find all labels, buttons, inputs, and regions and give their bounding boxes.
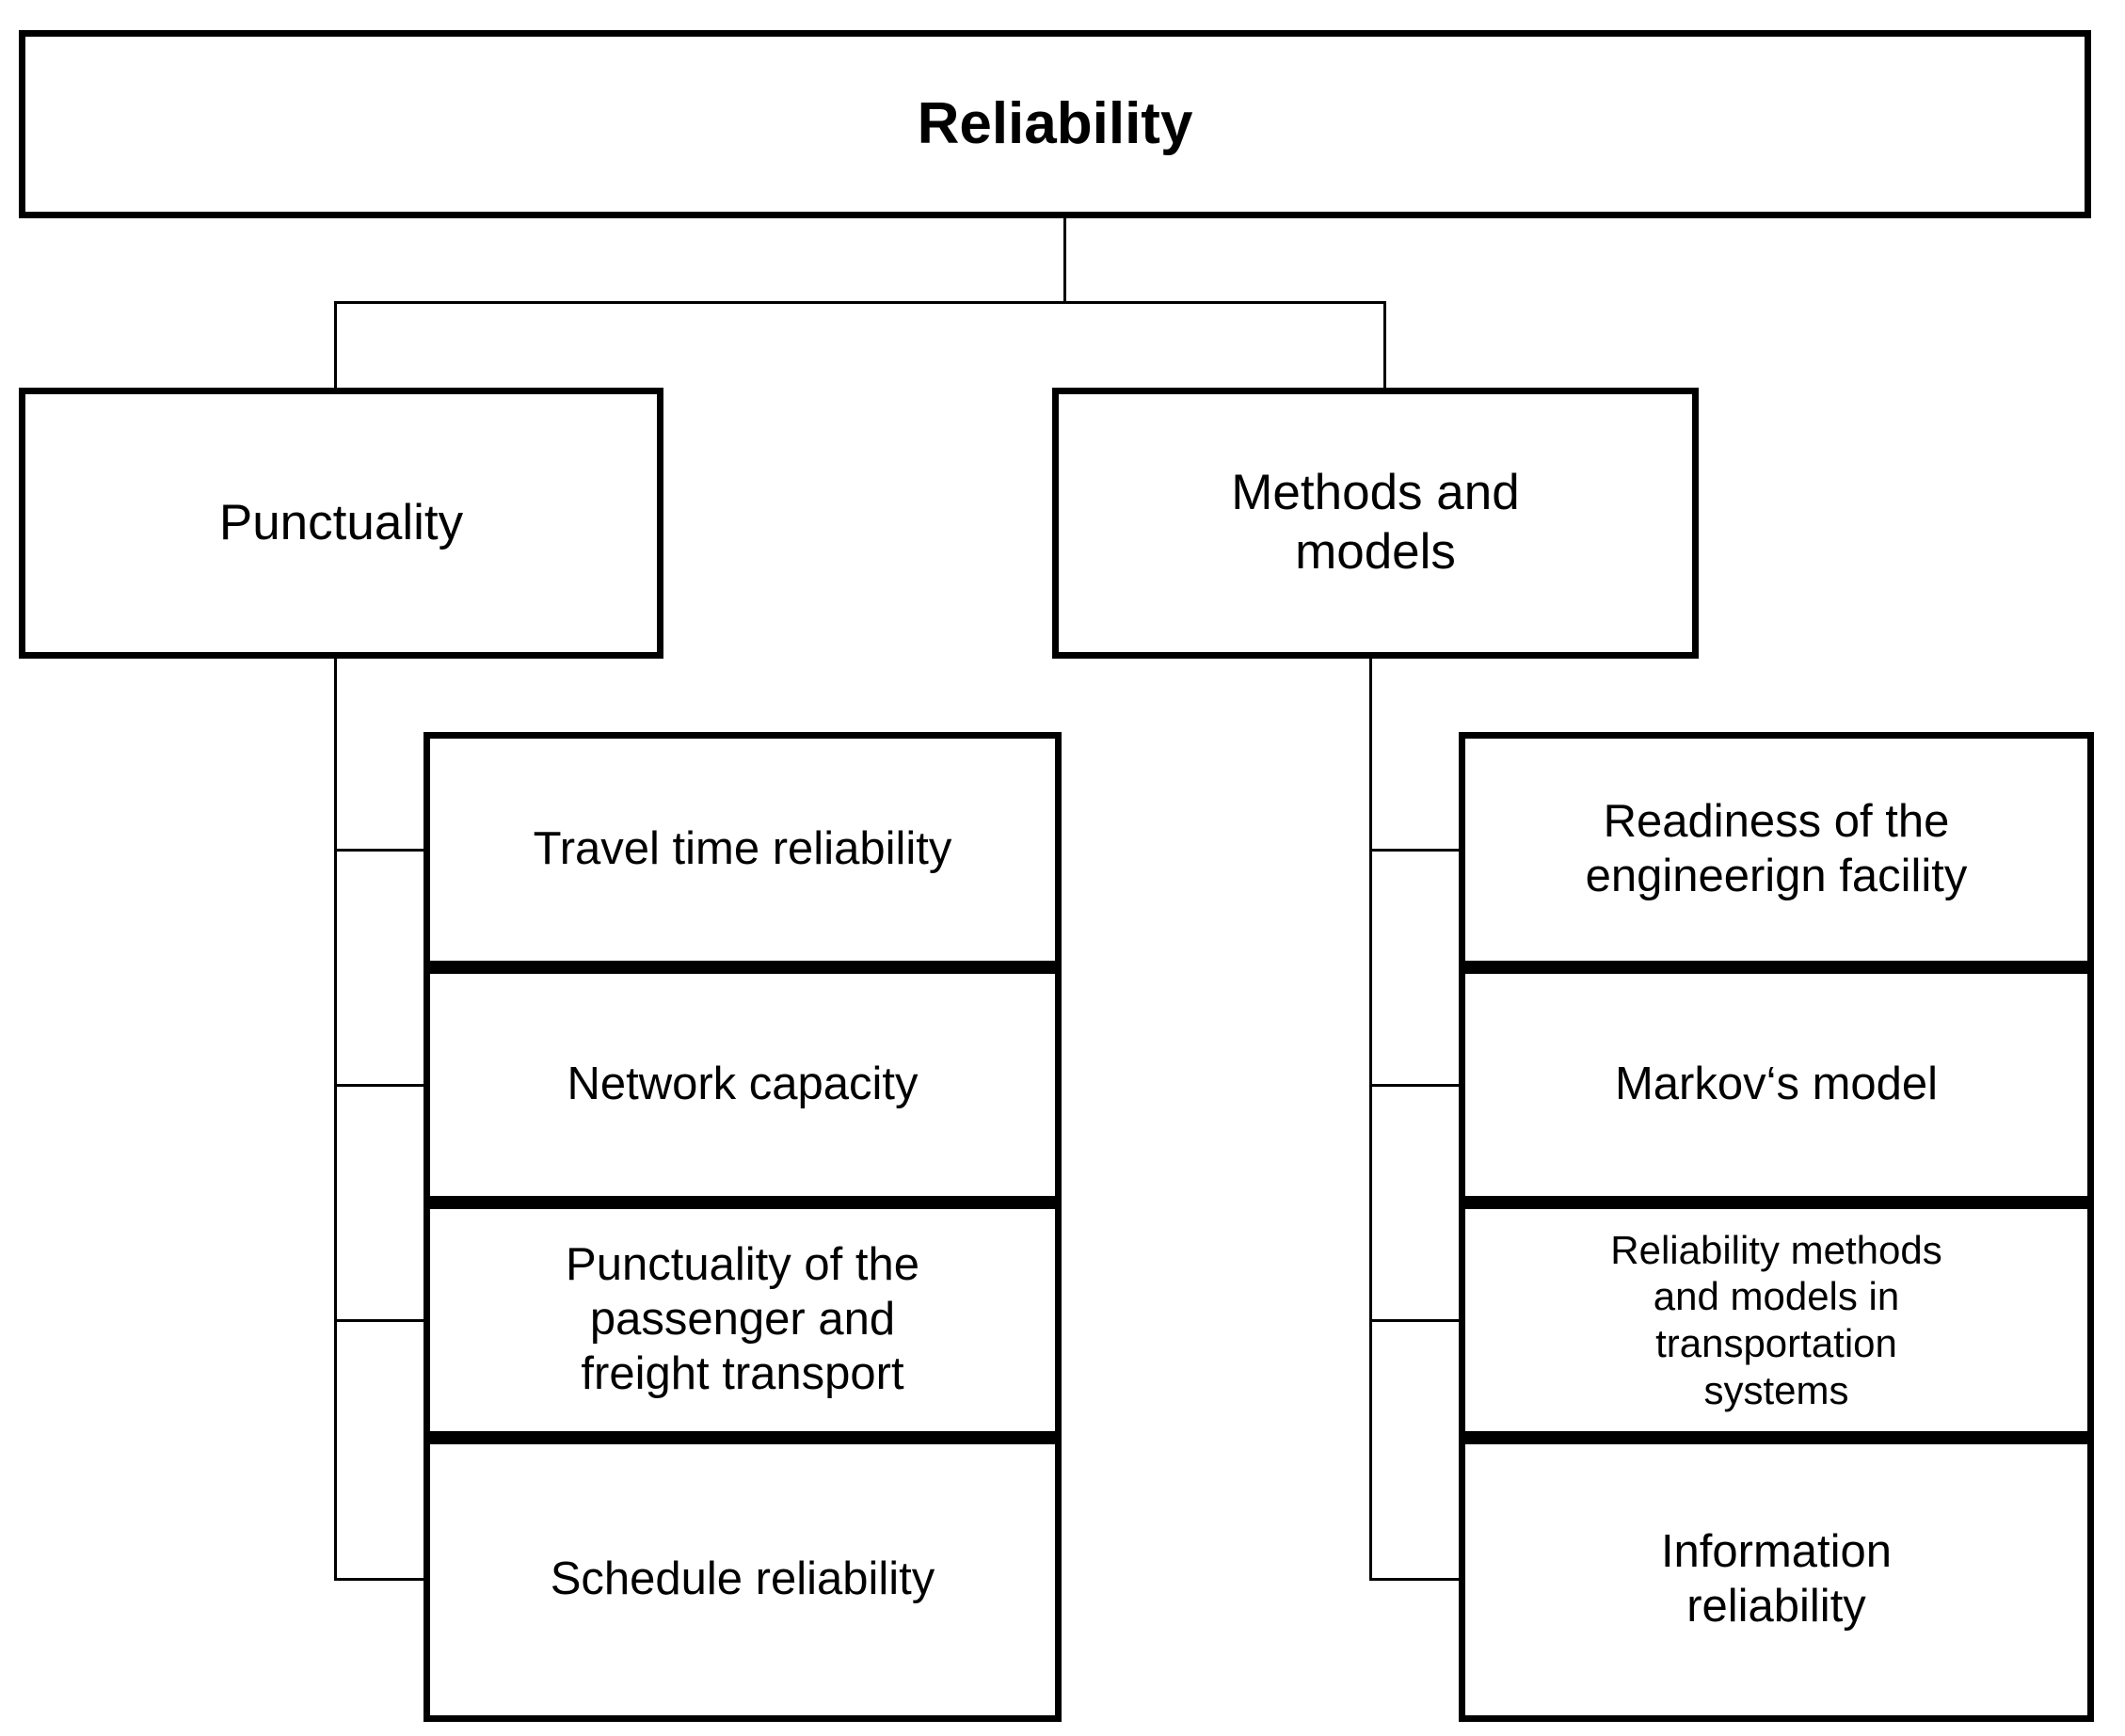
node-travel-time-reliability-label: Travel time reliability [533, 823, 952, 875]
node-travel-time-reliability: Travel time reliability [423, 732, 1062, 967]
connector-stub-right-1 [1369, 849, 1462, 852]
node-punctuality-label: Punctuality [218, 494, 464, 550]
node-markov-model: Markov‘s model [1459, 967, 2094, 1202]
node-markov-model-label: Markov‘s model [1614, 1059, 1939, 1110]
node-reliability-methods-in-transportation-systems-label: Reliability methods and models in transp… [1610, 1227, 1942, 1412]
connector-root-drop-left [334, 301, 337, 390]
node-schedule-reliability-label: Schedule reliability [550, 1553, 935, 1605]
node-readiness-of-engineering-facility-label: Readiness of the engineerign facility [1585, 796, 1968, 901]
connector-root-stem [1063, 218, 1066, 303]
connector-stub-left-3 [334, 1319, 426, 1322]
connector-stub-left-1 [334, 849, 426, 852]
node-punctuality: Punctuality [19, 388, 663, 659]
node-information-reliability: Information reliability [1459, 1438, 2094, 1722]
node-readiness-of-engineering-facility: Readiness of the engineerign facility [1459, 732, 2094, 967]
connector-trunk-methods [1369, 659, 1372, 1581]
connector-stub-left-2 [334, 1084, 426, 1087]
connector-root-bus [334, 301, 1386, 304]
node-schedule-reliability: Schedule reliability [423, 1438, 1062, 1722]
connector-root-drop-right [1383, 301, 1386, 390]
connector-stub-right-4 [1369, 1578, 1462, 1581]
connector-stub-left-4 [334, 1578, 426, 1581]
connector-trunk-punctuality [334, 659, 337, 1581]
node-reliability-label: Reliability [917, 91, 1193, 157]
node-punctuality-of-transport: Punctuality of the passenger and freight… [423, 1202, 1062, 1438]
node-methods-and-models-label: Methods and models [1231, 465, 1520, 580]
node-network-capacity: Network capacity [423, 967, 1062, 1202]
node-methods-and-models: Methods and models [1052, 388, 1699, 659]
node-network-capacity-label: Network capacity [567, 1059, 919, 1110]
connector-stub-right-3 [1369, 1319, 1462, 1322]
node-punctuality-of-transport-label: Punctuality of the passenger and freight… [566, 1239, 919, 1399]
connector-stub-right-2 [1369, 1084, 1462, 1087]
node-reliability: Reliability [19, 30, 2091, 218]
node-reliability-methods-in-transportation-systems: Reliability methods and models in transp… [1459, 1202, 2094, 1438]
node-information-reliability-label: Information reliability [1660, 1526, 1893, 1632]
